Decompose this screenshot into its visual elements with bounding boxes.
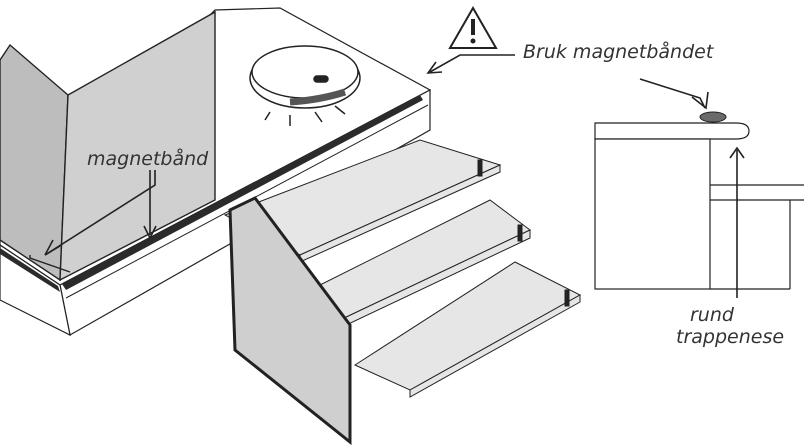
magnet-strip-arrows: [44, 170, 157, 256]
magnet-strip-label: magnetbånd: [87, 148, 209, 170]
round-nose-label: rund trappenese: [676, 304, 784, 348]
glass-steps: [223, 139, 582, 398]
magnet-icon: [699, 111, 727, 123]
nose-detail: [594, 122, 804, 290]
wall-panel: [0, 10, 216, 282]
warning-triangle-icon: [448, 5, 498, 49]
detail-arrows: [639, 78, 745, 298]
round-nose-label-line1: rund: [690, 304, 734, 326]
warning-label: Bruk magnetbåndet: [523, 41, 714, 63]
glass-railing: [228, 196, 352, 446]
robot-vacuum-icon: [249, 45, 361, 126]
round-nose-label-line2: trappenese: [676, 326, 785, 348]
warning-arrow: [426, 54, 515, 74]
